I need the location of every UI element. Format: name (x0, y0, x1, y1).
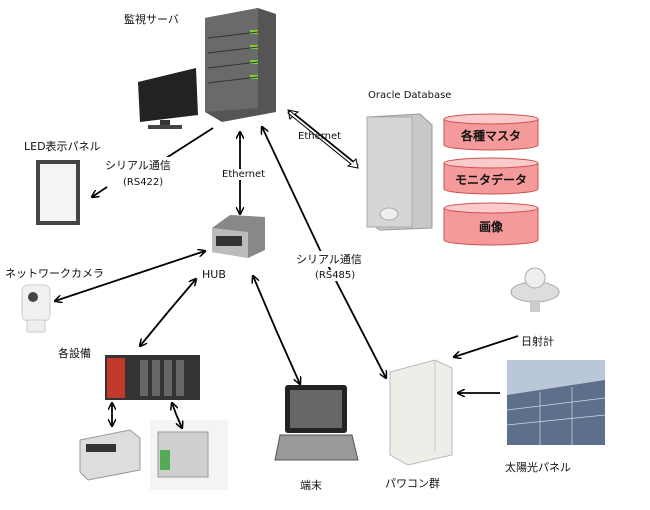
ethernet-hub-label: Ethernet (222, 169, 266, 180)
meter-icon (79, 429, 141, 481)
led-panel-icon (36, 160, 80, 225)
pyranometer-icon (510, 267, 560, 312)
hub-icon (212, 215, 265, 258)
power-conditioner-label: パワコン群 (385, 477, 440, 490)
db-label: モニタデータ (454, 173, 527, 187)
ethernet-db-label: Ethernet (298, 131, 342, 142)
serial-485-label: シリアル通信 (296, 251, 362, 267)
power-conditioner-icon (389, 359, 453, 466)
laptop-icon (274, 385, 359, 461)
db-label: 画像 (478, 220, 503, 234)
hub-label: HUB (202, 268, 226, 281)
server-label: 監視サーバ (124, 13, 179, 26)
solar-panel-icon (506, 360, 606, 445)
led-panel-label: LED表示パネル (24, 140, 101, 153)
equipment-label: 各設備 (58, 347, 91, 360)
db-label: 各種マスタ (460, 129, 521, 143)
camera-label: ネットワークカメラ (5, 267, 104, 280)
oracle-label: Oracle Database (368, 90, 452, 101)
pyranometer-label: 日射計 (521, 335, 554, 348)
db-cylinder-monitor-data: モニタデータ (443, 157, 539, 195)
serial-422-label: シリアル通信 (105, 157, 171, 173)
ethernet-db-arrow (287, 109, 359, 169)
rs485-label: (RS485) (315, 270, 356, 281)
rs422-label: (RS422) (123, 177, 164, 188)
terminal-label: 端末 (300, 479, 322, 492)
db-cylinder-images: 画像 (443, 202, 539, 246)
plc-icon (105, 355, 200, 400)
database-server-icon (366, 113, 433, 231)
monitor-icon (138, 68, 198, 129)
db-cylinder-masters: 各種マスタ (443, 113, 539, 151)
controller-icon (150, 420, 228, 490)
camera-icon (21, 284, 51, 333)
solar-panel-label: 太陽光パネル (505, 461, 571, 474)
server-icon (205, 8, 276, 122)
